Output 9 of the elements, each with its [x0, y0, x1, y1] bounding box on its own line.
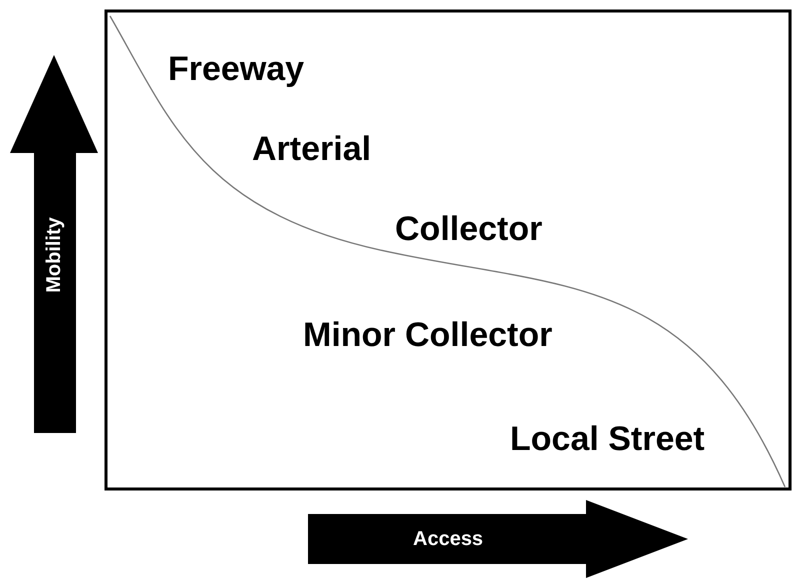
- road-class-label: Arterial: [252, 132, 372, 166]
- horizontal-arrow: [308, 500, 688, 578]
- vertical-arrow: [10, 55, 98, 433]
- road-class-label: Minor Collector: [303, 318, 552, 352]
- road-class-label: Local Street: [510, 422, 705, 456]
- axis-label: Mobility: [44, 217, 64, 293]
- axis-label: Access: [413, 529, 484, 549]
- road-class-label: Freeway: [168, 52, 304, 86]
- road-class-label: Collector: [395, 212, 542, 246]
